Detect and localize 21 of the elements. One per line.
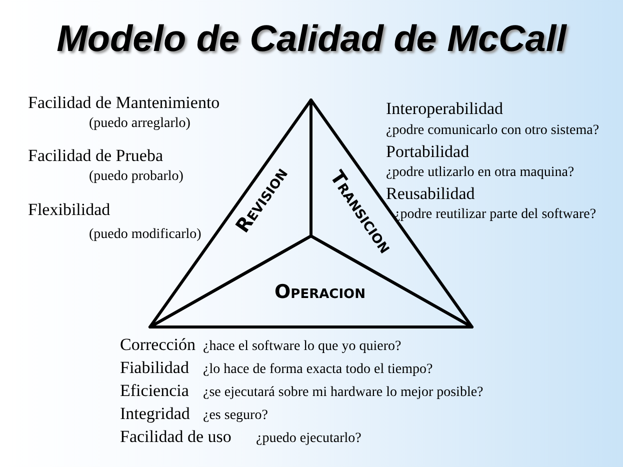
quality-factor: Flexibilidad [28, 201, 110, 220]
factor-question: (puedo probarlo) [89, 169, 184, 184]
factor-question: ¿hace el software lo que yo quiero? [203, 339, 402, 354]
factor-question: (puedo modificarlo) [89, 227, 202, 242]
factor-question: ¿podre comunicarlo con otro sistema? [386, 123, 600, 138]
factor-question: ¿lo hace de forma exacta todo el tiempo? [203, 362, 433, 378]
quality-factor: Corrección [120, 336, 196, 355]
factor-question: ¿se ejecutará sobre mi hardware lo mejor posible? [203, 385, 484, 400]
quality-factor: Portabilidad [386, 143, 470, 162]
factor-question: (puedo arreglarlo) [89, 116, 190, 132]
quality-factor: Interoperabilidad [386, 100, 504, 119]
title: Modelo de Calidad de McCall [56, 18, 568, 60]
quality-factor: Facilidad de Mantenimiento [28, 94, 220, 113]
quality-factor: Integridad [120, 405, 190, 424]
quality-factor: Facilidad de Prueba [28, 147, 164, 166]
quality-factor: Facilidad de uso [120, 428, 232, 447]
factor-question: ¿puedo ejecutarlo? [256, 431, 362, 446]
factor-question: ¿es seguro? [203, 408, 268, 424]
section-label: Operacion [274, 281, 366, 303]
quality-factor: Eficiencia [120, 382, 189, 401]
quality-factor: Fiabilidad [120, 359, 189, 378]
